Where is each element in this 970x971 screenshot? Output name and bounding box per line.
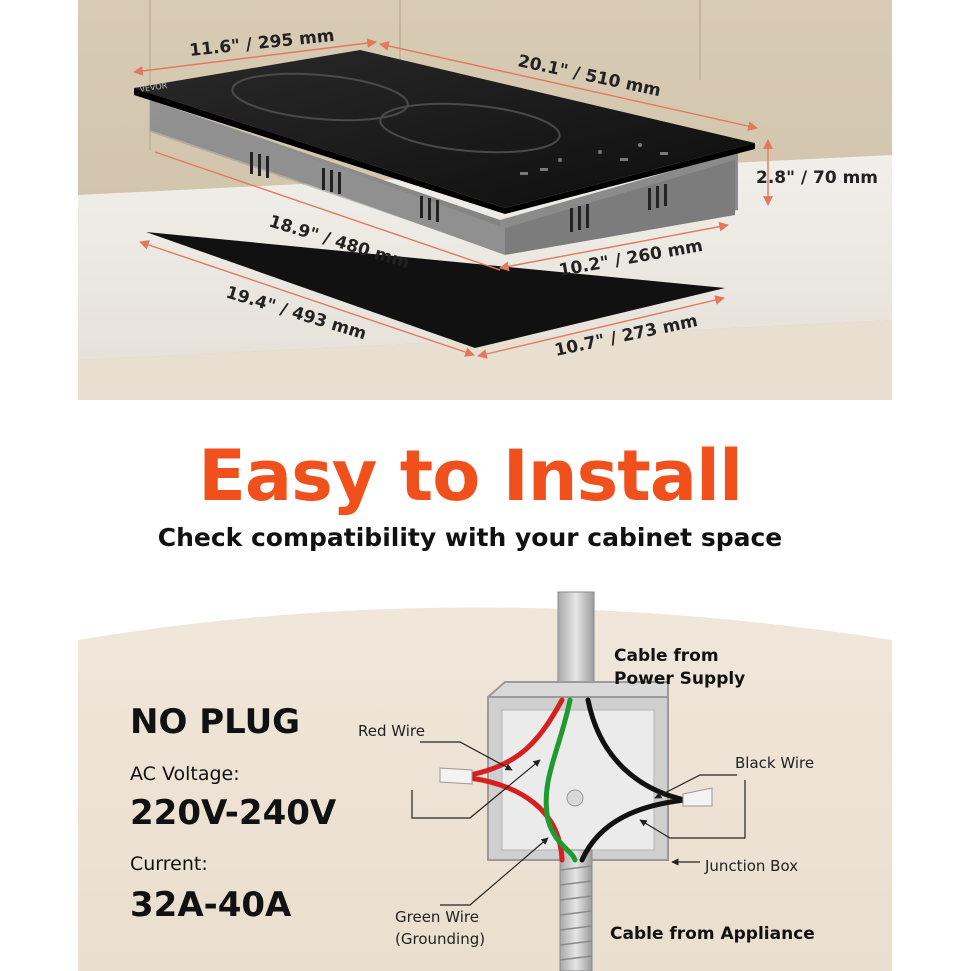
label-red-wire: Red Wire — [358, 722, 425, 740]
spec-voltage-label: AC Voltage: — [130, 763, 240, 785]
dim-height: 2.8" / 70 mm — [756, 168, 878, 188]
spec-voltage-value: 220V-240V — [130, 793, 337, 833]
label-cable-appliance: Cable from Appliance — [610, 924, 815, 944]
wire-nut-black — [682, 787, 713, 807]
vent-slots — [250, 152, 667, 232]
label-black-wire: Black Wire — [735, 754, 814, 772]
label-green-wire-2: (Grounding) — [395, 930, 485, 948]
left-margin — [0, 0, 78, 400]
brand-logo: VEVOR — [139, 81, 168, 94]
spec-current-label: Current: — [130, 853, 208, 875]
headline: Easy to Install — [198, 435, 742, 517]
callout-lines — [411, 741, 746, 906]
control-panel — [520, 143, 668, 175]
label-green-wire-1: Green Wire — [395, 908, 479, 926]
wiring-labels: Cable from Power Supply Red Wire Black W… — [358, 646, 815, 948]
black-wire-supply — [585, 697, 688, 803]
subheadline: Check compatibility with your cabinet sp… — [158, 523, 783, 552]
green-wire — [543, 697, 578, 863]
label-junction-box: Junction Box — [704, 857, 798, 875]
ground-screw — [566, 789, 584, 807]
wires — [467, 697, 688, 863]
specs: NO PLUG AC Voltage: 220V-240V Current: 3… — [130, 702, 337, 925]
wire-nut-red — [439, 767, 473, 785]
right-margin — [892, 0, 970, 400]
junction-box — [487, 681, 669, 861]
label-cable-supply-2: Power Supply — [614, 669, 745, 689]
appliance-conduit — [559, 849, 593, 971]
red-wire-supply — [467, 697, 565, 778]
spec-current-value: 32A-40A — [130, 885, 292, 925]
spec-plug: NO PLUG — [130, 702, 300, 742]
dimension-lines — [133, 38, 773, 359]
wiring-panel-bg — [78, 607, 892, 971]
label-cable-supply-1: Cable from — [614, 646, 719, 666]
black-wire-appliance — [579, 797, 688, 863]
